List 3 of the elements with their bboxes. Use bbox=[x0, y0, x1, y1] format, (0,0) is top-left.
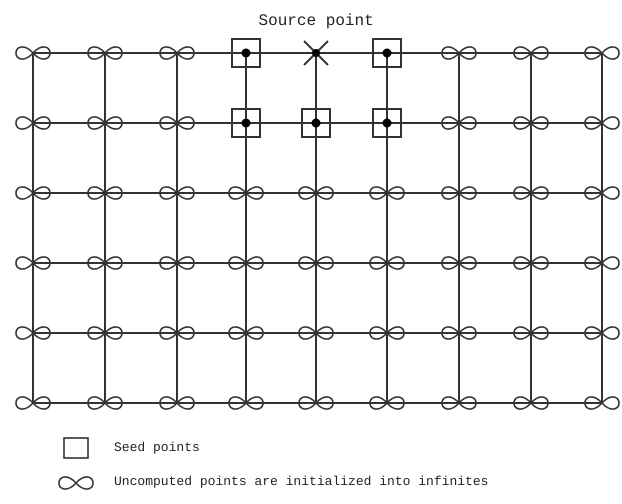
annotation-label: Source point bbox=[258, 12, 374, 30]
legend-label: Seed points bbox=[114, 440, 200, 455]
legend-label: Uncomputed points are initialized into infinites bbox=[114, 474, 488, 489]
